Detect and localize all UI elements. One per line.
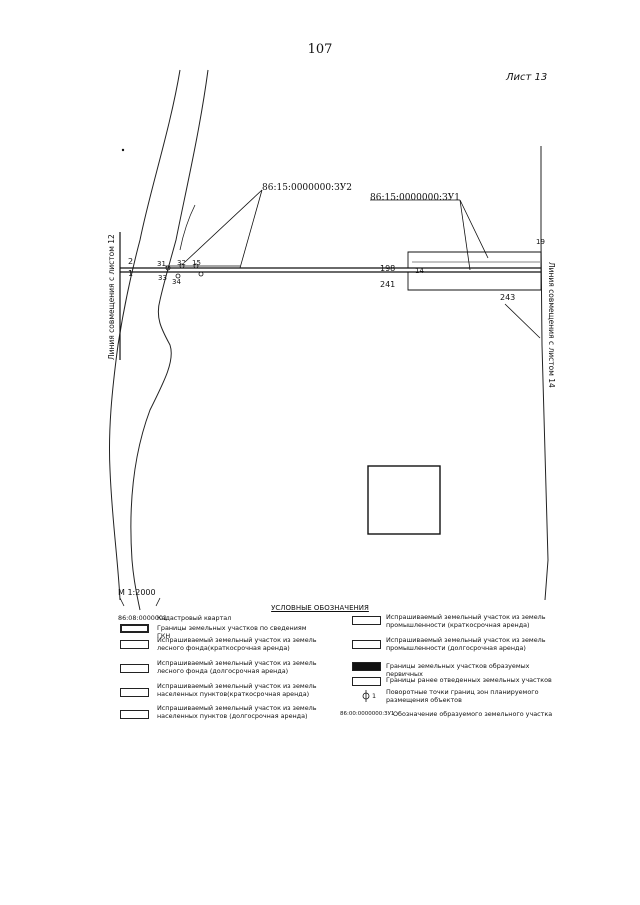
leader-zu2-b [239,189,263,269]
leader-243 [504,303,541,339]
river-bank-right [130,69,209,611]
legend-swatch-settlement-long [120,710,149,719]
right-boundary [540,146,549,601]
legend-right-4-key: 1 [372,692,377,700]
sheet-label: Лист 13 [506,72,548,83]
legend-right-0-text: Испрашиваемый земельный участок из земел… [386,613,546,629]
legend-left-3-text: Испрашиваемый земельный участок из земел… [157,659,317,675]
parcel-zu1-label: 86:15:0000000:ЗУ1 [370,193,460,203]
turning-point-icon [362,690,370,702]
pt-label-32: 32 [177,259,186,267]
legend-left-5-text: Испрашиваемый земельный участок из земел… [157,704,317,720]
legend-right-1-text: Испрашиваемый земельный участок из земел… [386,636,546,652]
legend-title: УСЛОВНЫЕ ОБОЗНАЧЕНИЯ [271,604,369,612]
legend-left-0-key: 86:08:0000001 [118,614,168,622]
legend-right-4-text: Поворотные точки границ зон планируемого… [386,688,539,704]
match-left-label: Линия совмещения с листом 12 [107,234,116,360]
legend-swatch-industry-short [352,616,381,625]
leader-zu1-b [459,199,489,259]
pt-label-2: 2 [128,257,133,266]
legend-swatch-primary [352,662,381,671]
legend-left-0-text: Кадастровый квартал [157,614,232,622]
river-bank-left [108,69,181,601]
scale-tick-left [119,597,125,607]
pt-label-33: 33 [158,274,167,282]
page-number: 107 [307,42,333,57]
stream [179,204,196,251]
legend-swatch-forest-long [120,664,149,673]
dot-mark [121,148,125,152]
pt-cluster [165,263,204,279]
legend-swatch-forest-short [120,640,149,649]
legend-right-2-text: Границы земельных участков образуемых пе… [386,662,530,678]
pt-label-1: 1 [128,269,133,278]
legend-left-4-text: Испрашиваемый земельный участок из земел… [157,682,317,698]
pt-label-34: 34 [172,278,181,286]
pt-label-19: 19 [536,238,545,246]
pt-label-15: 15 [192,259,201,267]
legend-left-2-text: Испрашиваемый земельный участок из земел… [157,636,317,652]
pt-label-241: 241 [380,280,395,289]
legend-swatch-settlement-short [120,688,149,697]
legend-swatch-previous [352,677,381,686]
pt-label-14: 14 [415,267,424,275]
square-parcel [367,465,441,535]
legend-right-3-text: Границы ранее отведенных земельных участ… [386,676,552,684]
pt-label-31: 31 [157,260,166,268]
legend-right-5-text: Обозначение образуемого земельного участ… [393,710,553,718]
match-right-label: Линия совмещения с листом 14 [547,262,556,388]
legend-swatch-industry-long [352,640,381,649]
leader-zu1-a [459,199,471,271]
leader-zu2-a [184,189,263,263]
scale-label: М 1:2000 [118,588,156,597]
parcel-zu2-label: 86:15:0000000:ЗУ2 [262,183,352,193]
scale-tick-right [155,597,161,607]
pt-label-243: 243 [500,293,515,302]
parcel-zu1-boundary [407,251,542,291]
pt-label-198: 198 [380,264,395,273]
legend-left-1-text: Границы земельных участков по сведениям … [157,624,307,640]
legend-right-5-key: 86:00:0000000:ЗУ1 [340,711,395,717]
legend-swatch-gkn [120,624,149,633]
